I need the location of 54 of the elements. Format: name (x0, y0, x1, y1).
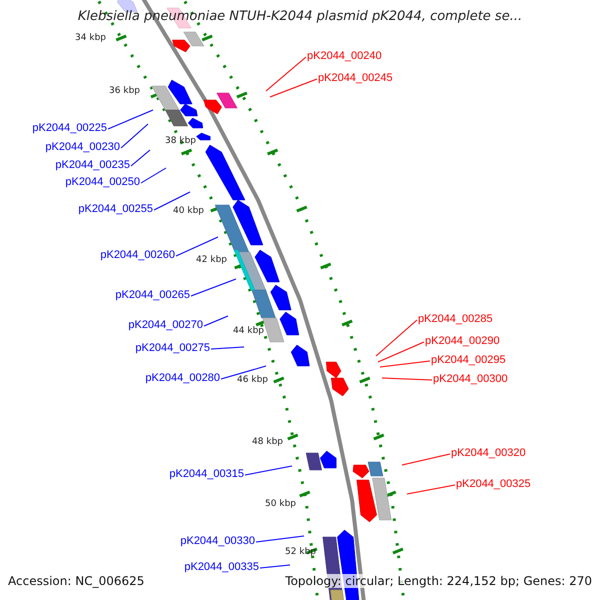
leader-line (376, 320, 418, 356)
gene-label: pK2044_00285 (418, 313, 493, 326)
leader-line (140, 168, 166, 184)
gene-label: pK2044_00300 (433, 373, 508, 386)
gene-label: pK2044_00270 (128, 319, 203, 332)
gene-label: pK2044_00315 (169, 468, 244, 481)
leader-line (402, 454, 450, 466)
map-title: Klebsiella pneumoniae NTUH-K2044 plasmid pK2044, complete se... (76, 9, 524, 24)
gene-label: pK2044_00275 (135, 342, 210, 355)
leader-line (406, 484, 456, 494)
gene-label: pK2044_00245 (318, 72, 393, 85)
scale-label: 36 kbp (109, 86, 140, 97)
gene-label: pK2044_00225 (32, 122, 107, 135)
gene-label: pK2044_00280 (145, 372, 220, 385)
leader-line (204, 316, 228, 326)
leader-line (108, 110, 154, 130)
gene-label: pK2044_00295 (431, 354, 506, 367)
scale-label: 34 kbp (75, 33, 106, 44)
scale-label: 46 kbp (237, 375, 268, 386)
leader-line (130, 150, 150, 166)
gene-label: pK2044_00250 (65, 176, 140, 189)
gene-label: pK2044_00240 (307, 50, 382, 63)
leader-line (256, 536, 304, 542)
scale-label: 48 kbp (252, 437, 283, 448)
leader-line (154, 192, 190, 210)
gene-label: pK2044_00335 (184, 561, 259, 574)
leader-line (220, 366, 266, 380)
gene-label: pK2044_00320 (451, 447, 526, 460)
leader-line (382, 378, 432, 380)
leader-line (378, 342, 424, 362)
leader-line (270, 78, 318, 98)
leader-line (260, 564, 290, 568)
gene-label: pK2044_00290 (425, 335, 500, 348)
leader-line (244, 466, 292, 476)
gene-label: pK2044_00330 (180, 535, 255, 548)
gene-label: pK2044_00265 (115, 289, 190, 302)
leader-line (176, 236, 218, 256)
accession-label: Accession: NC_006625 (8, 574, 144, 588)
leader-line (210, 346, 244, 350)
gene-label: pK2044_00230 (45, 141, 120, 154)
leader-line (120, 124, 148, 148)
scale-label: 38 kbp (165, 136, 196, 147)
scale-label: 40 kbp (173, 206, 204, 217)
gene-label: pK2044_00235 (55, 159, 130, 172)
scale-label: 42 kbp (196, 255, 227, 266)
leader-line (266, 56, 306, 92)
leader-line (190, 278, 236, 296)
genome-summary: Topology: circular; Length: 224,152 bp; Genes: 270 (285, 574, 592, 588)
gene-label: pK2044_00255 (78, 203, 153, 216)
gene-label: pK2044_00260 (100, 249, 175, 262)
gene-label: pK2044_00325 (456, 478, 531, 491)
scale-label: 50 kbp (265, 499, 296, 510)
leader-line (380, 360, 430, 368)
scale-label: 44 kbp (233, 326, 264, 337)
